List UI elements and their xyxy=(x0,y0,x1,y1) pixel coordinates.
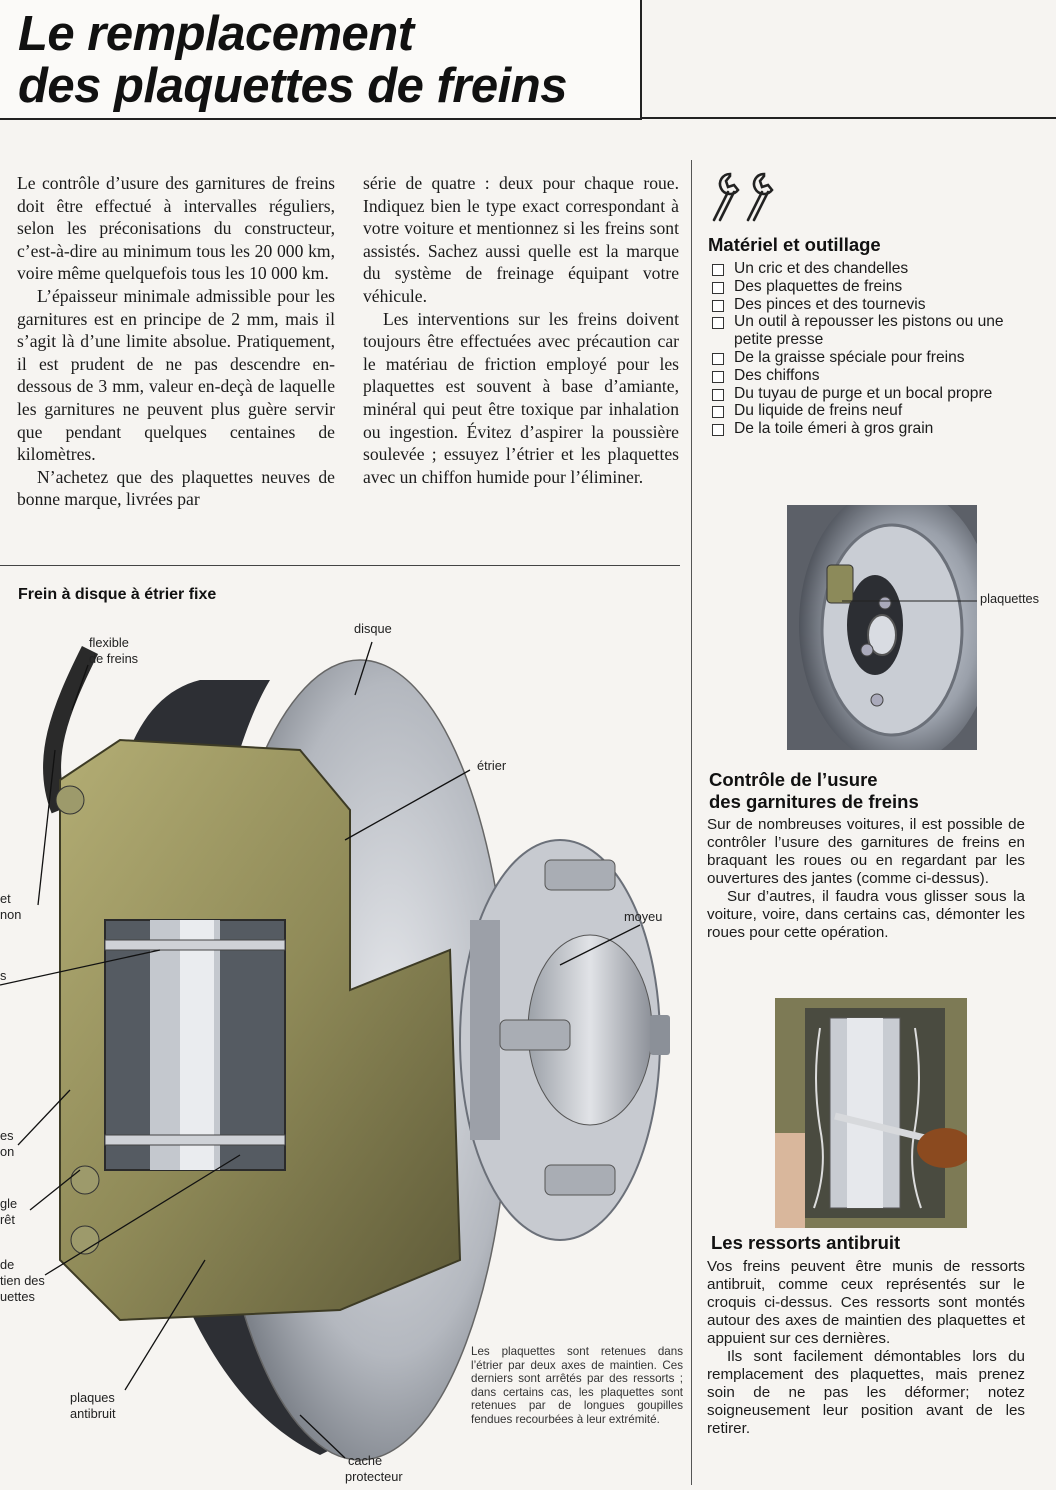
control-heading-line-2: des garnitures de freins xyxy=(709,791,919,812)
label-left-a: non xyxy=(0,907,22,922)
body-column-1: Le contrôle d’usure des garnitures de fr… xyxy=(17,172,335,511)
tools-heading: Matériel et outillage xyxy=(708,234,881,255)
page-title-line-1: Le remplacement xyxy=(18,7,414,61)
label-flexible: flexible xyxy=(89,635,129,650)
label-left-d: gle xyxy=(0,1196,18,1211)
control-heading-line-1: Contrôle de l’usure xyxy=(709,769,878,790)
diagram-caption: Les plaquettes sont retenues dans l’étri… xyxy=(471,1345,683,1426)
section-divider xyxy=(0,565,680,566)
list-item: Du liquide de freins neuf xyxy=(708,402,1038,420)
springs-paragraph: Ils sont facilement démontables lors du … xyxy=(707,1348,1025,1437)
control-paragraph: Sur de nombreuses voitures, il est possi… xyxy=(707,816,1025,887)
list-item: Des plaquettes de freins xyxy=(708,278,1038,296)
page-title-line-2: des plaquettes de freins xyxy=(18,59,567,113)
springs-paragraph: Vos freins peuvent être munis de ressort… xyxy=(707,1258,1025,1347)
body-paragraph: Le contrôle d’usure des garnitures de fr… xyxy=(17,173,335,284)
body-paragraph: L’épaisseur minimale admissible pour les… xyxy=(17,285,335,465)
list-item: Des chiffons xyxy=(708,367,1038,385)
springs-heading: Les ressorts antibruit xyxy=(711,1232,901,1253)
body-paragraph: N’achetez que des plaquettes neuves de b… xyxy=(17,466,335,510)
list-item: Un outil à repousser les pistons ou une … xyxy=(708,313,1038,349)
title-box: Le remplacement des plaquettes de freins xyxy=(0,0,642,120)
body-paragraph: Les interventions sur les freins doivent… xyxy=(363,308,679,487)
label-left-a: et xyxy=(0,891,11,906)
springs-text: Vos freins peuvent être munis de ressort… xyxy=(707,1258,1025,1438)
list-item: Un cric et des chandelles xyxy=(708,260,1038,278)
control-text: Sur de nombreuses voitures, il est possi… xyxy=(707,816,1025,942)
label-left-c: on xyxy=(0,1144,15,1159)
brake-diagram xyxy=(0,620,690,1485)
list-item: De la graisse spéciale pour freins xyxy=(708,349,1038,367)
title-rule xyxy=(640,117,1056,119)
control-paragraph: Sur d’autres, il faudra vous glisser sou… xyxy=(707,888,1025,941)
label-left-b: s xyxy=(0,968,7,983)
label-left-e: uettes xyxy=(0,1289,35,1304)
tools-list: Un cric et des chandelles Des plaquettes… xyxy=(708,260,1038,438)
label-plaques-antibruit: plaques xyxy=(70,1390,115,1405)
wrenches-icon xyxy=(708,168,796,224)
body-paragraph: série de quatre : deux pour chaque roue.… xyxy=(363,173,679,306)
list-item: De la toile émeri à gros grain xyxy=(708,420,1038,438)
label-plaquettes: plaquettes xyxy=(980,591,1040,606)
column-divider xyxy=(691,160,692,1485)
label-left-e: de xyxy=(0,1257,15,1272)
label-left-d: rêt xyxy=(0,1212,15,1227)
label-left-c: es xyxy=(0,1128,14,1143)
label-cache-protecteur: protecteur xyxy=(345,1469,403,1484)
label-cache-protecteur: cache xyxy=(348,1453,383,1468)
diagram-title: Frein à disque à étrier fixe xyxy=(18,586,217,603)
label-disque: disque xyxy=(354,621,392,636)
label-plaques-antibruit: antibruit xyxy=(70,1406,116,1421)
body-column-2: série de quatre : deux pour chaque roue.… xyxy=(363,172,679,488)
label-etrier: étrier xyxy=(477,758,507,773)
springs-photo xyxy=(775,998,967,1228)
list-item: Des pinces et des tournevis xyxy=(708,296,1038,314)
wheel-photo xyxy=(787,505,977,750)
list-item: Du tuyau de purge et un bocal propre xyxy=(708,385,1038,403)
label-flexible: de freins xyxy=(89,651,139,666)
label-moyeu: moyeu xyxy=(624,909,663,924)
label-left-e: tien des xyxy=(0,1273,45,1288)
